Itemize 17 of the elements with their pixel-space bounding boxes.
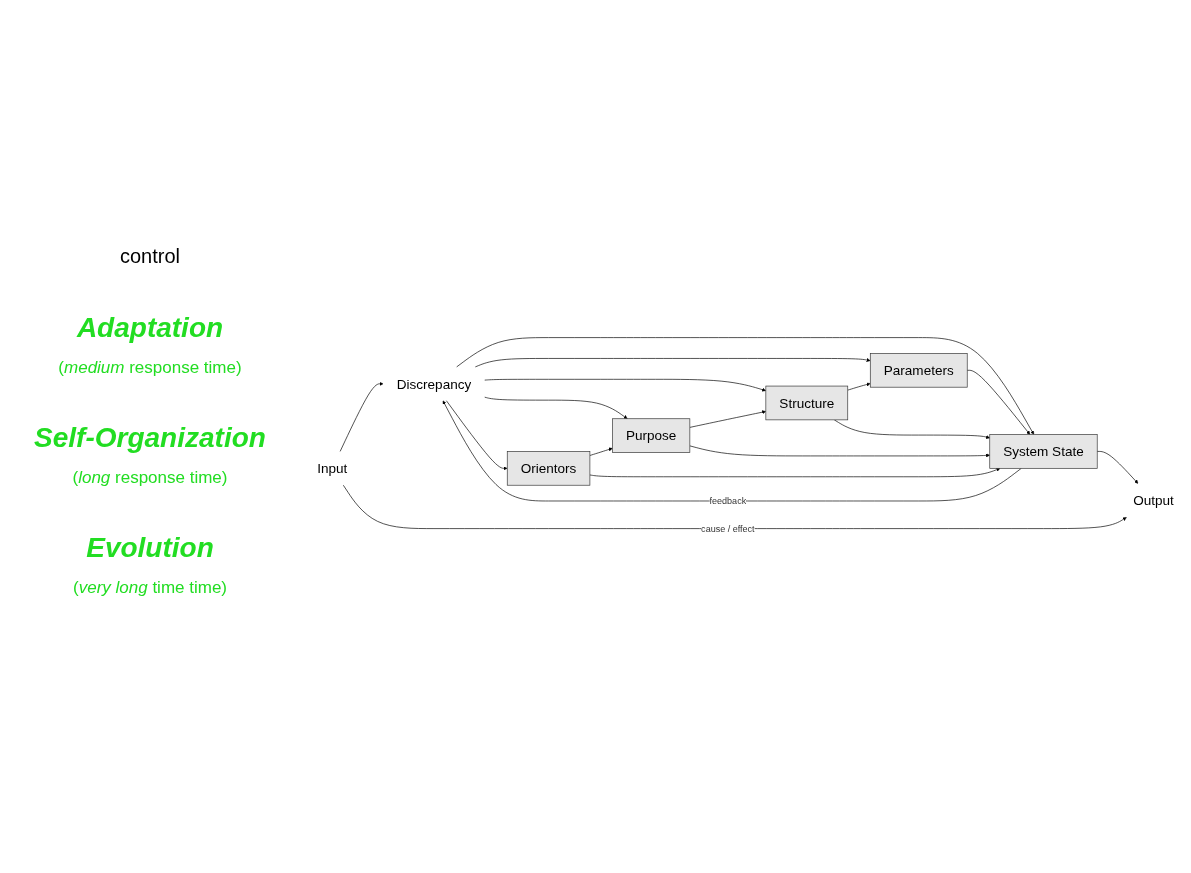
- node-box: Purpose: [612, 418, 691, 453]
- response-time-note: (long response time): [71, 468, 229, 488]
- response-time-note: (very long time time): [72, 578, 228, 598]
- level-heading: Self-Organization: [33, 422, 267, 454]
- edge-label: cause / effect: [701, 523, 755, 534]
- node-box: Parameters: [869, 353, 968, 388]
- node-box: System State: [989, 434, 1098, 469]
- node-box: Structure: [765, 385, 849, 421]
- edge-label: feedback: [709, 496, 747, 506]
- node-text: Output: [1133, 493, 1174, 508]
- node-text: Input: [317, 460, 348, 476]
- level-heading: Evolution: [85, 532, 215, 564]
- control-label: control: [119, 245, 181, 268]
- node-box: Orientors: [506, 451, 591, 486]
- level-heading: Adaptation: [75, 312, 225, 344]
- node-text: Discrepancy: [396, 376, 472, 392]
- response-time-note: (medium response time): [57, 358, 243, 378]
